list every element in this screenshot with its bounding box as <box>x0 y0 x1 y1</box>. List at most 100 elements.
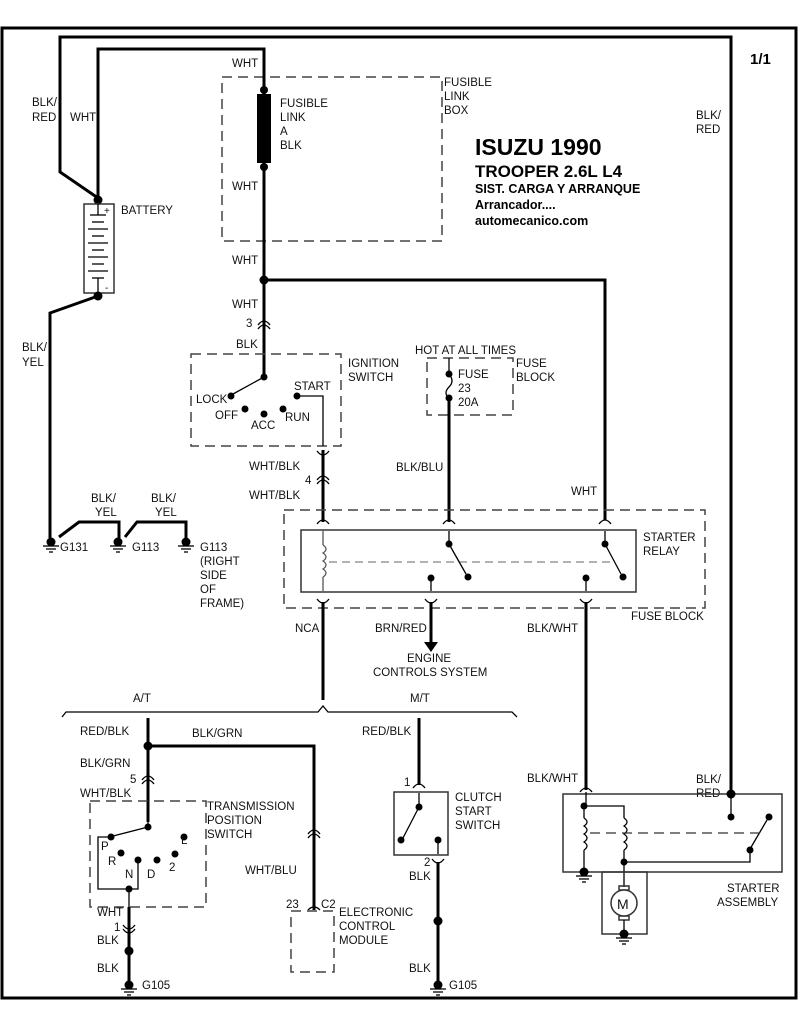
starter-relay <box>300 529 637 593</box>
label-g131: G131 <box>60 542 88 554</box>
label-blk-trans-1: BLK <box>97 935 119 947</box>
label-ecm-conn: C2 <box>321 899 336 911</box>
fusible-link-box <box>221 76 443 242</box>
motor-label: M <box>617 896 629 912</box>
label-fuse-amp: 20A <box>458 397 479 409</box>
ignition-switch-contacts <box>227 373 324 446</box>
title-make-year: ISUZU 1990 <box>475 134 602 160</box>
label-red-blk-at: RED/BLK <box>80 726 130 738</box>
label-wht-top: WHT <box>232 58 258 70</box>
wire-wht-relay <box>264 278 607 520</box>
label-blk-yel-g1: BLK/ <box>91 493 117 505</box>
label-g113-frame: G113 <box>200 542 227 554</box>
label-c5: 5 <box>130 774 136 786</box>
starter-assembly <box>562 793 783 873</box>
ground-g105-at <box>121 980 137 996</box>
label-clutch-1: CLUTCH <box>455 792 502 804</box>
label-g113-note-4: FRAME) <box>200 598 244 610</box>
label-g113-note-3: OF <box>200 584 216 596</box>
label-blk-wht-2: BLK/WHT <box>527 773 578 785</box>
label-blk-yel-bat-2: YEL <box>22 357 44 369</box>
label-off: OFF <box>215 410 238 422</box>
page-border <box>0 26 798 1000</box>
label-blk-c3: BLK <box>236 339 258 351</box>
title-subsystem: Arrancador.... <box>475 198 556 212</box>
label-starter-relay-2: RELAY <box>643 546 680 558</box>
ground-g113 <box>110 537 126 553</box>
label-blk-trans-2: BLK <box>97 963 119 975</box>
fuse-block-box <box>426 357 514 416</box>
label-engine-controls-2: CONTROLS SYSTEM <box>373 667 487 679</box>
connector-c4 <box>316 475 330 485</box>
wire-blk-yel-battery <box>48 294 99 538</box>
fuse-23 <box>445 358 453 402</box>
title-system: SIST. CARGA Y ARRANQUE <box>475 182 640 196</box>
connector-c1-trans <box>122 924 136 934</box>
label-ecm-3: MODULE <box>339 935 389 947</box>
label-c3: 3 <box>246 318 252 330</box>
svg-text:-: - <box>105 283 108 294</box>
label-blk-red-right: BLK/ <box>696 110 722 122</box>
label-blk-red-left: BLK/ <box>32 97 58 109</box>
connector-c5 <box>141 775 155 785</box>
label-acc: ACC <box>251 420 275 432</box>
battery-symbol: + - <box>83 195 115 301</box>
page-indicator: 1/1 <box>750 51 771 68</box>
label-d: D <box>147 869 155 881</box>
label-start: START <box>294 381 331 393</box>
label-g105-at: G105 <box>142 980 170 992</box>
label-g113-note-1: (RIGHT <box>200 556 240 568</box>
label-blk-yel-g1-2: YEL <box>95 507 117 519</box>
label-wht-blk-1: WHT/BLK <box>249 461 300 473</box>
label-fuse-block-relay: FUSE BLOCK <box>631 611 704 623</box>
relay-coil <box>321 531 327 591</box>
label-wht-relay: WHT <box>571 486 597 498</box>
label-n: N <box>125 869 133 881</box>
label-2: 2 <box>169 862 175 874</box>
label-wht-blk-2: WHT/BLK <box>249 490 300 502</box>
label-fl-box-3: BOX <box>444 105 469 117</box>
label-blk-yel-g2: BLK/ <box>151 493 177 505</box>
label-fuse-block-1: FUSE <box>516 358 547 370</box>
relay-contacts <box>427 531 627 591</box>
connector-ecm-inline <box>307 829 321 839</box>
starter-internals <box>576 789 773 945</box>
label-battery: BATTERY <box>121 205 173 217</box>
svg-text:+: + <box>104 206 110 217</box>
wire-wht-battery <box>96 47 266 198</box>
label-red-blk-mt: RED/BLK <box>362 726 412 738</box>
label-starter-relay-1: STARTER <box>643 532 696 544</box>
label-ecm-2: CONTROL <box>339 921 396 933</box>
label-blk-grn-h: BLK/GRN <box>192 728 243 740</box>
label-brn-red: BRN/RED <box>375 623 427 635</box>
title-website: automecanico.com <box>475 214 588 228</box>
label-wht-blu: WHT/BLU <box>245 865 297 877</box>
label-ecm-pin: 23 <box>286 899 299 911</box>
wire-blk-yel-g2 <box>123 520 188 538</box>
label-at: A/T <box>133 693 151 705</box>
label-clutch-3: SWITCH <box>455 820 500 832</box>
label-blk-blu: BLK/BLU <box>396 462 443 474</box>
title-block: ISUZU 1990 TROOPER 2.6L L4 SIST. CARGA Y… <box>475 134 640 228</box>
label-l: L <box>181 835 188 847</box>
label-trans-2: POSITION <box>207 815 262 827</box>
label-fl-1: FUSIBLE <box>280 98 328 110</box>
label-g105-mt: G105 <box>449 980 477 992</box>
label-blk-wht-1: BLK/WHT <box>527 623 578 635</box>
label-fl-3: A <box>280 126 288 138</box>
label-wht-left: WHT <box>70 112 96 124</box>
label-c4: 4 <box>305 475 312 487</box>
label-wht-trans: WHT <box>97 907 123 919</box>
label-mt: M/T <box>410 693 430 705</box>
label-wht-fl-bottom: WHT <box>232 181 258 193</box>
label-blk-red-left-2: RED <box>32 112 56 124</box>
label-r: R <box>108 856 116 868</box>
ground-g113-frame <box>178 537 194 553</box>
label-blk-red-right-2: RED <box>696 124 720 136</box>
label-c1-clutch: 1 <box>404 777 410 789</box>
label-c2-clutch: 2 <box>424 857 430 869</box>
arrow-engine-controls <box>424 642 438 652</box>
label-g113: G113 <box>132 542 159 554</box>
label-starter-assembly-2: ASSEMBLY <box>717 897 778 909</box>
label-fuse-num: 23 <box>458 383 471 395</box>
